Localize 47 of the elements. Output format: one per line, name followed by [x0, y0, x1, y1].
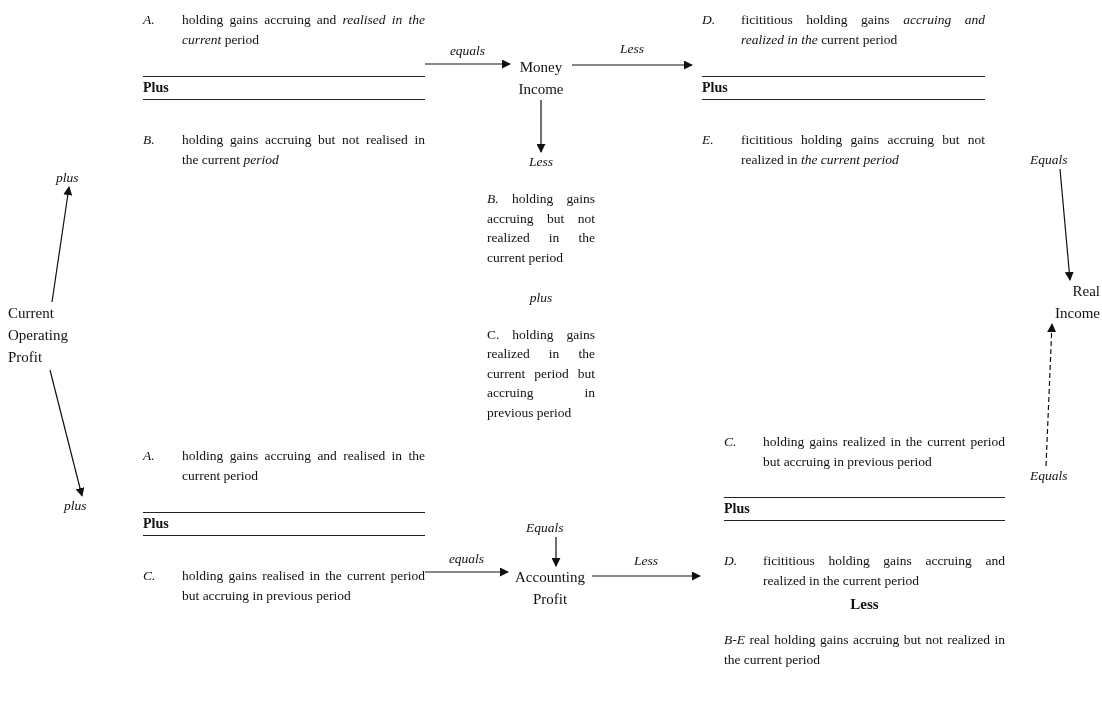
term-label: Accounting Profit	[514, 568, 586, 609]
edge-label: equals	[446, 551, 487, 567]
arrow	[1059, 168, 1074, 281]
section-heading: Plus	[143, 76, 425, 100]
section-heading: Plus	[702, 76, 985, 100]
arrow	[551, 536, 561, 567]
item-letter: C.	[724, 433, 738, 451]
arrow	[571, 60, 693, 70]
arrow	[424, 59, 511, 69]
description-text: holding gains realised in the current period but accruing in previous period	[182, 567, 425, 605]
item-letter: C.	[143, 567, 157, 585]
item-letter: B.	[143, 131, 156, 149]
arrow	[1045, 323, 1057, 467]
operator-label: plus	[528, 288, 554, 307]
description-text: B. holding gains accruing but not realized in the current period	[487, 190, 595, 267]
item-letter: E.	[702, 131, 715, 149]
arrow	[51, 186, 73, 303]
description-text: holding gains realized in the current period but accruing in previous period	[763, 433, 1005, 471]
edge-label: equals	[447, 43, 488, 59]
section-heading: Plus	[143, 512, 425, 536]
description-text: C. holding gains realized in the current period but accruing in previous period	[487, 325, 595, 422]
section-heading: Plus	[724, 497, 1005, 521]
description-text: holding gains accruing and realised in the current period	[182, 447, 425, 485]
operator-label: plus	[56, 169, 80, 187]
description-text: holding gains accruing and realised in the current period	[182, 11, 425, 49]
arrow	[424, 567, 509, 577]
description-text: ficititious holding gains accruing but not realized in the current period	[741, 131, 985, 169]
term-label: Current Operating Profit	[8, 304, 69, 367]
operator-label: Equals	[1030, 467, 1069, 485]
arrow	[536, 99, 546, 153]
item-letter: A.	[143, 11, 156, 29]
description-text: holding gains accruing but not realised in the current period	[182, 131, 425, 169]
item-letter: A.	[143, 447, 156, 465]
description-text: ficititious holding gains accruing and realized in the current period	[741, 11, 985, 49]
item-letter: D.	[702, 11, 717, 29]
description-text: ficititious holding gains accruing and realized in the current period	[763, 552, 1005, 590]
operator-label: plus	[64, 497, 88, 515]
operator-label: Less	[528, 153, 554, 171]
operator-label: Equals	[526, 519, 565, 537]
term-label: Real Income	[1054, 282, 1100, 323]
operator-label: Equals	[1030, 151, 1069, 169]
arrow	[591, 571, 701, 581]
description-text: B-E real holding gains accruing but not realized in the current period	[724, 631, 1005, 669]
arrow	[49, 369, 85, 497]
operator-label: Less	[849, 595, 880, 614]
term-label: Money Income	[517, 58, 565, 99]
item-letter: D.	[724, 552, 739, 570]
